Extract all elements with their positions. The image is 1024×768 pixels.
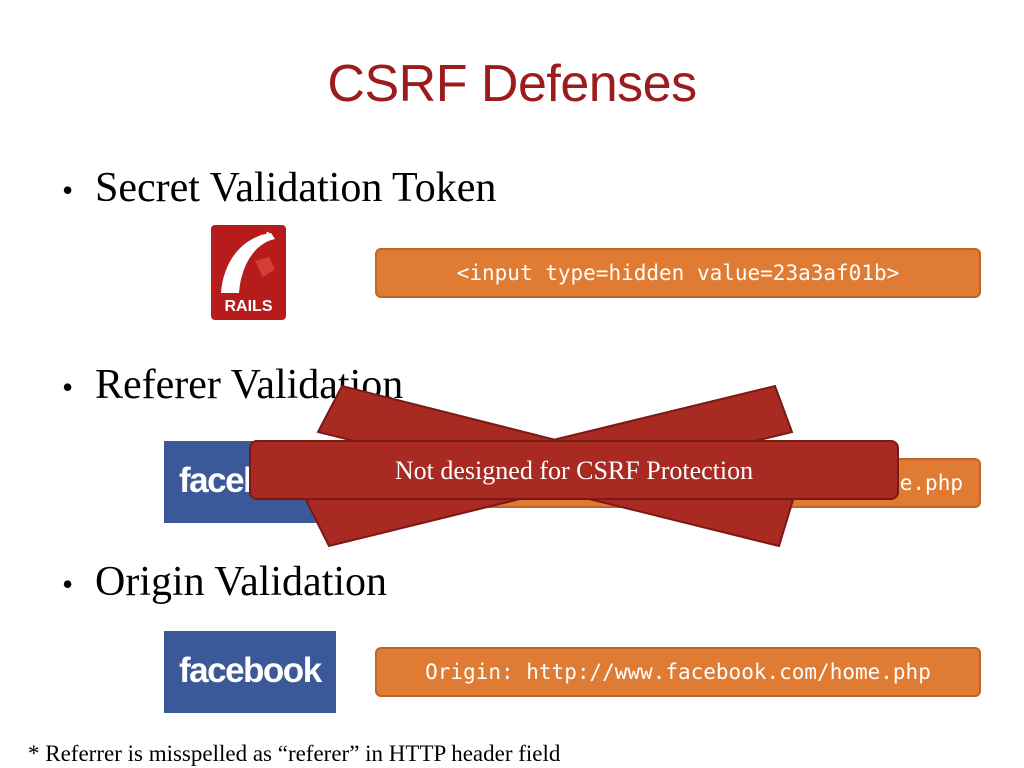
- bullet-origin-validation: • Origin Validation: [62, 557, 387, 609]
- bullet-text: Secret Validation Token: [95, 165, 497, 211]
- slide-title: CSRF Defenses: [327, 55, 697, 113]
- not-designed-banner: Not designed for CSRF Protection: [249, 440, 899, 500]
- facebook-logo-text: facebook: [179, 651, 322, 690]
- footnote: * Referrer is misspelled as “referer” in…: [28, 741, 561, 766]
- hidden-token-code: <input type=hidden value=23a3af01b>: [375, 248, 981, 298]
- bullet-text: Origin Validation: [95, 559, 388, 605]
- bullet-glyph: •: [62, 172, 74, 208]
- origin-header-code: Origin: http://www.facebook.com/home.php: [375, 647, 981, 697]
- facebook-logo-origin: facebook: [164, 631, 336, 713]
- rails-logo: RAILS: [211, 225, 286, 320]
- bullet-glyph: •: [62, 369, 74, 405]
- bullet-text: Referer Validation: [95, 362, 404, 408]
- bullet-glyph: •: [62, 566, 74, 602]
- bullet-secret-validation-token: • Secret Validation Token: [62, 163, 496, 215]
- rails-logo-text: RAILS: [225, 298, 273, 315]
- bullet-referer-validation: • Referer Validation: [62, 360, 403, 412]
